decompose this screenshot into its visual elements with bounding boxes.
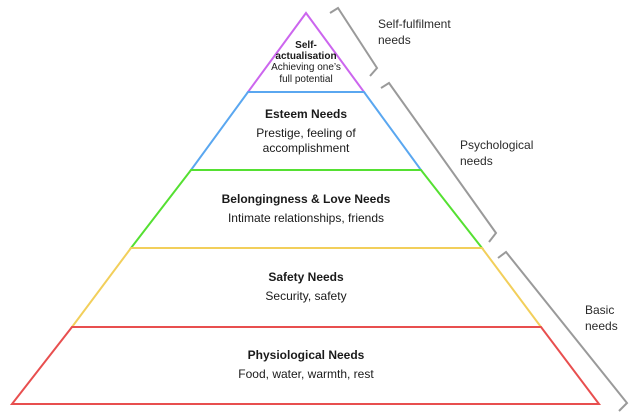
level-self-actualisation-desc-line2: full potential	[279, 73, 333, 85]
group-label-psychological-line2: needs	[460, 153, 493, 168]
level-esteem-desc-line2: accomplishment	[262, 140, 350, 155]
level-belongingness-title: Belongingness & Love Needs	[221, 192, 391, 206]
level-safety-title: Safety Needs	[268, 270, 344, 284]
level-esteem-desc-line1: Prestige, feeling of	[256, 126, 356, 141]
level-self-actualisation-title-line2: actualisation	[275, 51, 337, 62]
group-label-basic-line2: needs	[585, 318, 618, 333]
level-belongingness-desc: Intimate relationships, friends	[227, 211, 385, 226]
level-physiological-desc: Food, water, warmth, rest	[238, 367, 374, 382]
level-safety-desc: Security, safety	[265, 289, 347, 304]
level-safety: Safety Needs Security, safety	[206, 270, 406, 304]
level-esteem: Esteem Needs Prestige, feeling of accomp…	[206, 107, 406, 155]
group-label-self-fulfilment-line1: Self-fulfilment	[378, 17, 451, 31]
basic-bracket	[497, 250, 629, 412]
level-physiological-title: Physiological Needs	[247, 348, 365, 362]
psychological-bracket	[380, 81, 498, 243]
level-belongingness: Belongingness & Love Needs Intimate rela…	[181, 192, 431, 226]
group-label-basic-line1: Basic	[585, 303, 615, 317]
level-self-actualisation-title-line1: Self-	[295, 40, 317, 51]
group-label-basic: Basic needs	[585, 303, 618, 334]
level-esteem-title: Esteem Needs	[264, 107, 348, 121]
group-label-self-fulfilment: Self-fulfilment needs	[378, 17, 451, 48]
group-label-self-fulfilment-line2: needs	[378, 32, 411, 47]
level-self-actualisation: Self- actualisation Achieving one’s full…	[256, 40, 356, 85]
level-self-actualisation-desc-line1: Achieving one’s	[271, 62, 341, 73]
self-fulfilment-bracket	[329, 6, 379, 77]
group-label-psychological: Psychological needs	[460, 138, 533, 169]
group-label-psychological-line1: Psychological	[460, 138, 534, 152]
level-physiological: Physiological Needs Food, water, warmth,…	[181, 348, 431, 382]
level-physiological-shape	[9, 326, 602, 405]
